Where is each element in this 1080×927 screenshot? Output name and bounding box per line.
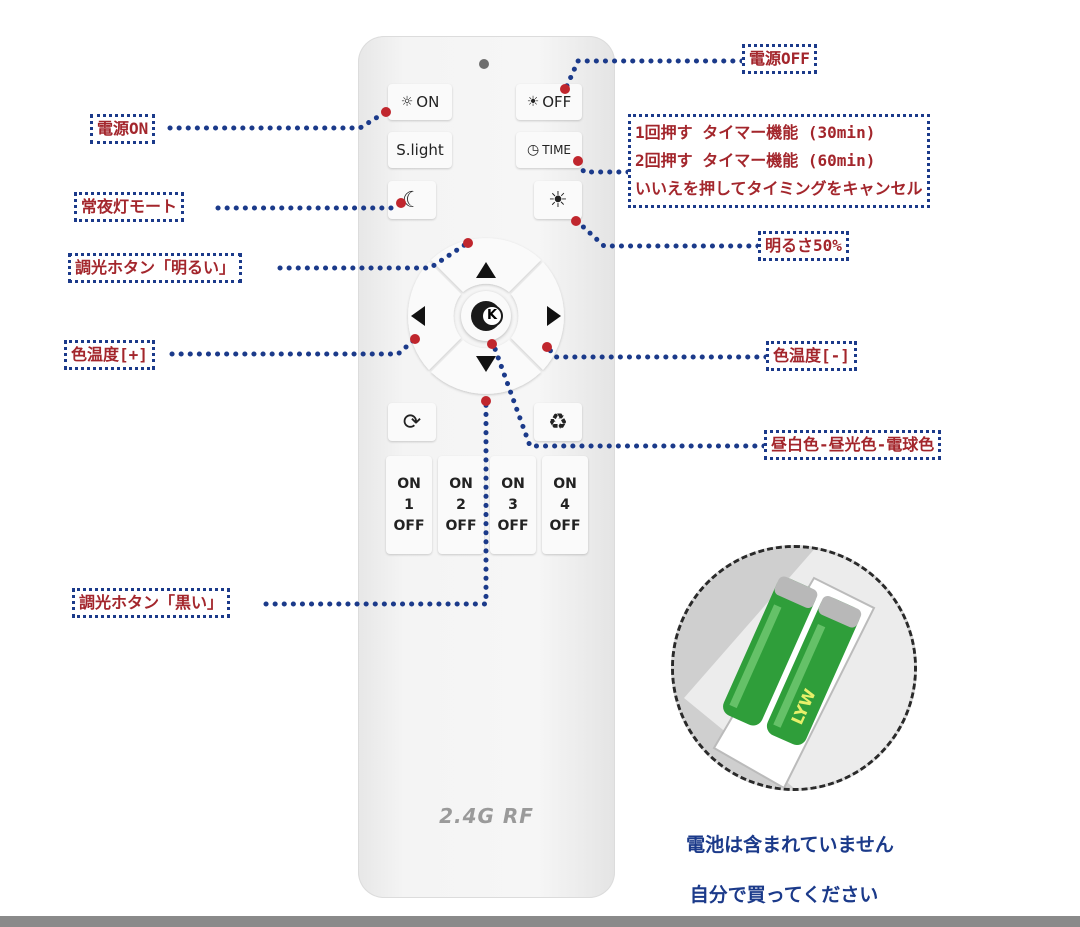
marker-dot xyxy=(571,216,581,226)
remote-control: ☼ ON ☀ OFF S.light ◷ TIME ☾ ☀ xyxy=(358,36,615,898)
triangle-down-icon xyxy=(476,356,496,372)
sun-outline-icon: ☼ xyxy=(400,94,414,110)
recycle-icon: ♻ xyxy=(548,409,568,435)
battery-note-line1: 電池は含まれていません xyxy=(686,834,894,856)
line-brightness50 xyxy=(575,219,761,249)
cycle-button[interactable]: ⟳ xyxy=(388,403,436,441)
bottom-strip xyxy=(0,916,1080,927)
triangle-left-icon xyxy=(411,306,425,326)
battery-left xyxy=(723,577,817,726)
label-dim-bright: 調光ホタン「明るい」 xyxy=(68,253,243,283)
label-night-mode: 常夜灯モート xyxy=(74,192,185,222)
battery-illustration: LYW xyxy=(674,548,914,788)
direction-pad xyxy=(408,238,564,394)
line-power-on xyxy=(167,110,387,131)
slight-button[interactable]: S.light xyxy=(388,132,452,168)
label-dim-dark: 調光ホタン「黒い」 xyxy=(72,588,231,618)
channel-1-button[interactable]: ON 1 OFF xyxy=(386,456,432,554)
marker-dot xyxy=(573,156,583,166)
battery-right xyxy=(766,597,860,746)
brand-text: 2.4G RF xyxy=(439,804,534,828)
label-brightness50: 明るさ50% xyxy=(758,231,849,261)
line-color-temp-minus xyxy=(545,345,769,360)
channel-2-button[interactable]: ON 2 OFF xyxy=(438,456,484,554)
battery-note-line2: 自分で買ってください xyxy=(689,884,879,906)
clock-icon: ◷ xyxy=(526,142,540,158)
channel-4-button[interactable]: ON 4 OFF xyxy=(542,456,588,554)
color-temperature-button[interactable]: K xyxy=(461,291,511,341)
line-timer xyxy=(575,159,631,175)
power-on-button[interactable]: ☼ ON xyxy=(388,84,452,120)
marker-dot xyxy=(542,342,552,352)
line-night xyxy=(215,201,403,211)
line-color-temp-plus xyxy=(169,337,417,357)
indicator-led xyxy=(479,59,489,69)
recycle-button[interactable]: ♻ xyxy=(534,403,582,441)
left-button[interactable] xyxy=(408,262,461,370)
time-button[interactable]: ◷ TIME xyxy=(516,132,582,168)
right-button[interactable] xyxy=(511,262,564,370)
label-color-cycle: 昼白色-昼光色-電球色 xyxy=(764,430,942,460)
marker-dot xyxy=(487,339,497,349)
marker-dot xyxy=(481,396,491,406)
line-dim-bright xyxy=(277,241,469,271)
marker-dot xyxy=(560,84,570,94)
line-color-cycle xyxy=(491,343,767,449)
label-color-temp-minus: 色温度[-] xyxy=(766,341,857,371)
line-dim-dark xyxy=(263,399,489,607)
brightness-50-button[interactable]: ☀ xyxy=(534,181,582,219)
marker-dot xyxy=(410,334,420,344)
marker-dot xyxy=(381,107,391,117)
cycle-icon: ⟳ xyxy=(402,409,422,435)
moon-star-icon: ☾ xyxy=(402,187,422,213)
triangle-right-icon xyxy=(547,306,561,326)
night-light-button[interactable]: ☾ xyxy=(388,181,436,219)
line-power-off xyxy=(563,58,745,91)
label-timer: 1回押す タイマー機能 (30min) 2回押す タイマー機能 (60min) … xyxy=(628,114,930,208)
triangle-up-icon xyxy=(476,262,496,278)
label-color-temp-plus: 色温度[+] xyxy=(64,340,155,370)
power-off-button[interactable]: ☀ OFF xyxy=(516,84,582,120)
sun-filled-icon: ☀ xyxy=(526,94,540,110)
color-temperature-k-icon: K xyxy=(471,301,503,331)
label-power-on: 電源ON xyxy=(90,114,156,144)
battery-compartment-inset: LYW xyxy=(671,545,917,791)
label-power-off: 電源OFF xyxy=(742,44,817,74)
marker-dot xyxy=(463,238,473,248)
marker-dot xyxy=(396,198,406,208)
half-sun-icon: ☀ xyxy=(548,187,568,213)
channel-3-button[interactable]: ON 3 OFF xyxy=(490,456,536,554)
